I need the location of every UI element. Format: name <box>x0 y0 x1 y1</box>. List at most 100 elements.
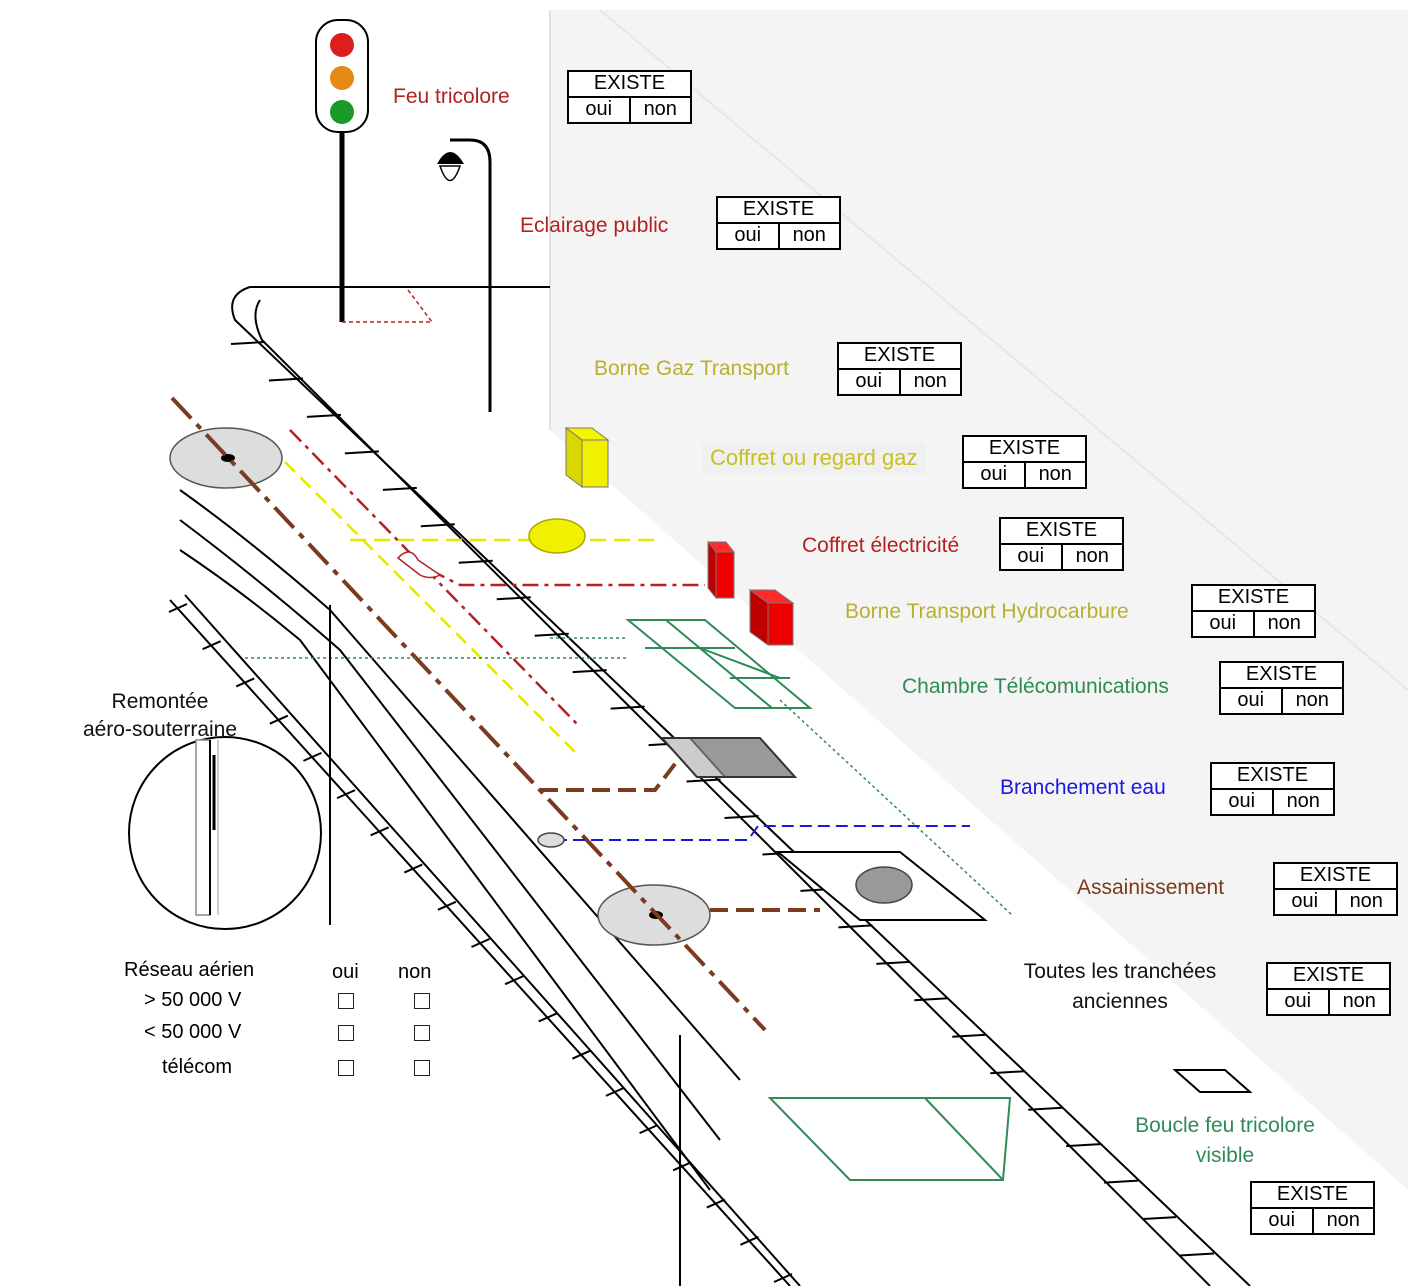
existe-oui[interactable]: oui <box>1268 990 1330 1014</box>
label-feu-tricolore: Feu tricolore <box>393 85 510 108</box>
existe-header: EXISTE <box>1001 519 1122 545</box>
reseau-aerien-title: Réseau aérien <box>124 959 255 981</box>
existe-non[interactable]: non <box>913 370 947 392</box>
curb-tick <box>420 523 455 528</box>
traffic-light-footprint <box>342 289 434 323</box>
sidewalk-panel <box>550 10 1408 1190</box>
traffic-light-red <box>330 33 354 57</box>
reseau-aerien-table: Réseau aérien oui non > 50 000 V < 50 00… <box>110 955 450 1085</box>
street-lamp-pole <box>450 138 492 412</box>
label-boucle-line2: visible <box>1195 1144 1255 1167</box>
existe-oui[interactable]: oui <box>1212 790 1274 814</box>
road-edge-left-3 <box>179 549 711 1191</box>
road-tick <box>605 1086 625 1097</box>
checkbox-oui-lv[interactable] <box>338 1025 354 1041</box>
sewer-main <box>170 396 767 1032</box>
label-boucle: Boucle feu tricolore visible <box>1110 1114 1340 1168</box>
curb-tick <box>496 596 531 601</box>
road-tick <box>672 1161 692 1172</box>
road-tick <box>471 938 490 948</box>
curb-tick <box>306 413 341 418</box>
reseau-col-non: non <box>398 961 432 983</box>
sewer-cover <box>855 866 913 904</box>
checkbox-oui-telecom[interactable] <box>338 1060 354 1076</box>
label-borne-gaz-transport: Borne Gaz Transport <box>594 357 789 380</box>
checkbox-non-lv[interactable] <box>414 1025 430 1041</box>
label-coffret-electricite: Coffret électricité <box>802 534 960 557</box>
water-branch <box>555 825 970 841</box>
label-coffret-regard-gaz: Coffret ou regard gaz <box>702 442 926 474</box>
existe-header: EXISTE <box>1212 764 1333 790</box>
street-lamp-head <box>437 152 464 164</box>
left-road-ticks <box>168 603 793 1283</box>
road-tick <box>437 900 457 911</box>
curb-tick <box>230 341 266 345</box>
checkbox-oui-hv[interactable] <box>338 993 354 1009</box>
curb-tick <box>1104 1179 1139 1184</box>
existe-oui[interactable]: oui <box>1275 890 1337 914</box>
curb-tick <box>876 960 911 965</box>
existe-non[interactable]: non <box>1349 890 1383 912</box>
existe-oui[interactable]: oui <box>839 370 901 394</box>
road-tick <box>370 826 390 837</box>
existe-oui[interactable]: oui <box>1221 689 1283 713</box>
existe-non[interactable]: non <box>1075 545 1109 567</box>
existe-oui[interactable]: oui <box>964 463 1026 487</box>
curb-tick <box>1179 1252 1215 1257</box>
curb-ticks <box>230 341 1215 1257</box>
checkbox-non-telecom[interactable] <box>414 1060 430 1076</box>
checkbox-non-hv[interactable] <box>414 993 430 1009</box>
gas-main <box>284 461 576 753</box>
electric-branch <box>429 568 705 587</box>
label-tranchees-line1: Toutes les tranchées <box>1023 960 1217 983</box>
gas-cabinet <box>564 427 610 488</box>
road-tick <box>403 863 423 874</box>
existe-non[interactable]: non <box>792 224 826 246</box>
curb-tick <box>838 924 873 929</box>
curb-inner <box>254 299 1211 1286</box>
road-tick <box>504 975 524 986</box>
existe-non[interactable]: non <box>1267 612 1301 634</box>
curb-tick <box>610 705 645 710</box>
existe-header: EXISTE <box>569 72 690 98</box>
curb-tick <box>382 486 417 491</box>
existe-non[interactable]: non <box>1295 689 1329 711</box>
existe-header: EXISTE <box>1193 586 1314 612</box>
curb-tick <box>534 632 569 637</box>
existe-header: EXISTE <box>1252 1183 1373 1209</box>
road-tick <box>773 1273 793 1283</box>
existe-oui[interactable]: oui <box>1252 1209 1314 1233</box>
existe-oui[interactable]: oui <box>718 224 780 248</box>
telecom-chamber <box>625 619 813 709</box>
existe-header: EXISTE <box>964 437 1085 463</box>
old-trench-outline <box>767 1097 1012 1181</box>
existe-non[interactable]: non <box>643 98 677 120</box>
existe-non[interactable]: non <box>1286 790 1320 812</box>
reseau-row-label: > 50 000 V <box>144 989 242 1011</box>
existe-non[interactable]: non <box>1326 1209 1360 1231</box>
curb-tick <box>686 778 721 783</box>
existe-oui[interactable]: oui <box>569 98 631 122</box>
curb-tick <box>572 669 607 674</box>
existe-non[interactable]: non <box>1038 463 1072 485</box>
existe-oui[interactable]: oui <box>1001 545 1063 569</box>
existe-non[interactable]: non <box>1342 990 1376 1012</box>
road-edge-left-1 <box>179 489 741 1081</box>
curb-tick <box>990 1070 1025 1075</box>
label-branchement-eau: Branchement eau <box>1000 776 1166 799</box>
road-tick <box>269 714 289 725</box>
curb-tick <box>1066 1143 1101 1148</box>
label-tranchees: Toutes les tranchées anciennes <box>1000 960 1240 1014</box>
gas-valve <box>528 518 586 554</box>
existe-oui[interactable]: oui <box>1193 612 1255 636</box>
